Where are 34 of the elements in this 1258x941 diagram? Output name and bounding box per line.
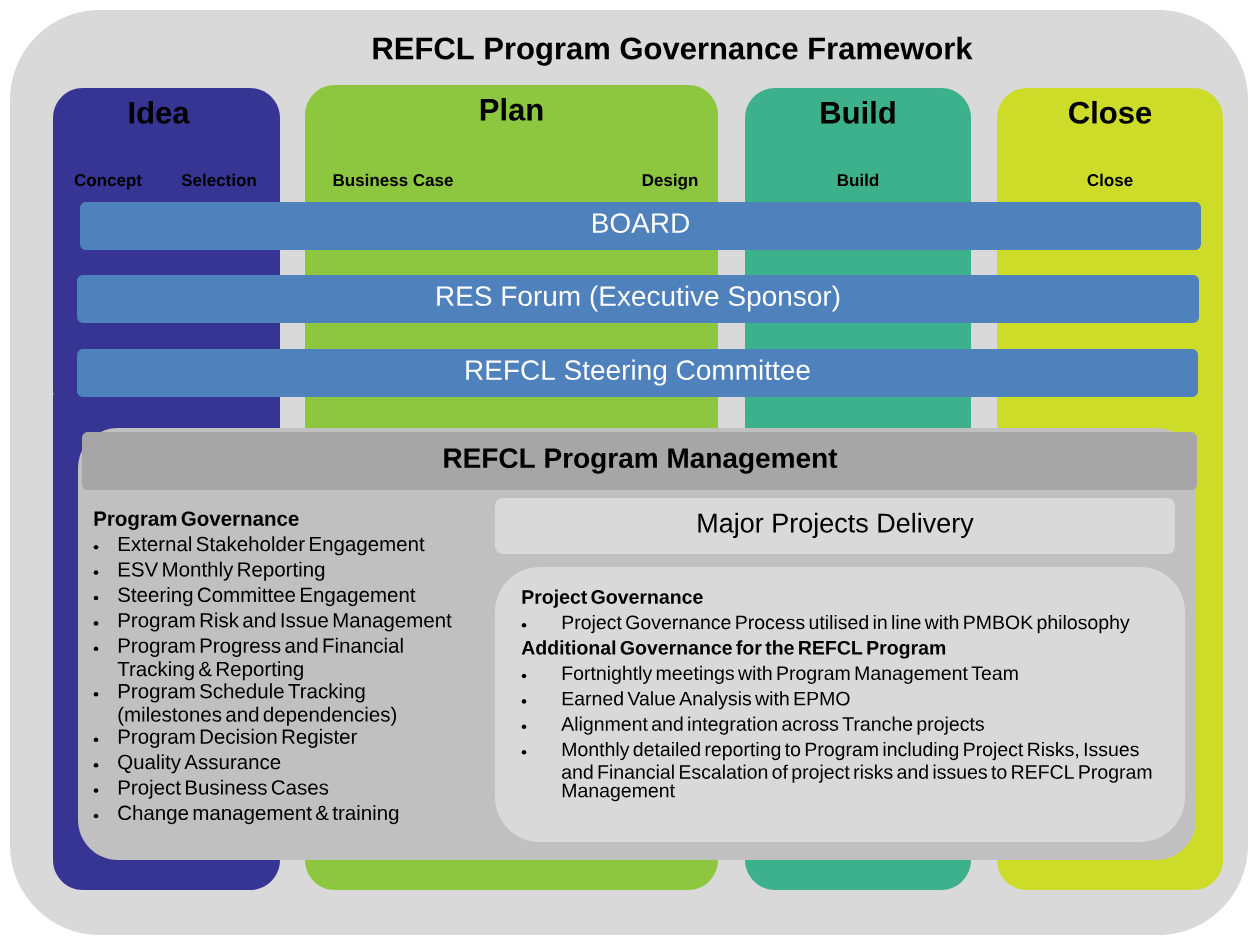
bar-label: RES Forum (Executive Sponsor) xyxy=(437,285,840,312)
bullet-item: Program Progress and Financial Tracking & Reporting xyxy=(93,637,403,681)
panel-heading: REFCL Program Management xyxy=(444,448,838,474)
bullet-item: Alignment and integration across Tranche projects xyxy=(521,716,984,735)
bullet-item: Quality Assurance xyxy=(93,754,281,774)
stage-label: Concept xyxy=(74,174,142,190)
phase-heading: Idea xyxy=(129,100,190,124)
stage-label: Design xyxy=(642,173,698,190)
stage-label: Business Case xyxy=(333,173,453,187)
phase-heading: Plan xyxy=(480,97,543,121)
bullet-item: Monthly detailed reporting to Program including Project Risks, Issues and Financial Escalation of project risks and issues to REFCL Program Management xyxy=(521,741,1152,802)
bullet-item: Earned Value Analysis with EPMO xyxy=(521,691,850,710)
bullet-item: Program Risk and Issue Management xyxy=(93,612,452,632)
bullet-item: Fortnightly meetings with Program Management Team xyxy=(521,665,1018,684)
stage-label: Selection xyxy=(181,173,256,187)
title: REFCL Program Governance Framework xyxy=(373,36,973,66)
stage-label: Close xyxy=(1087,173,1133,187)
bullet-item: Steering Committee Engagement xyxy=(93,587,416,607)
bar-label: REFCL Steering Committee xyxy=(466,359,810,386)
bullet-item: Program Decision Register xyxy=(93,728,358,748)
bullet-item: External Stakeholder Engagement xyxy=(93,536,425,556)
phase-heading: Build xyxy=(821,100,895,124)
bar-label: BOARD xyxy=(593,213,689,234)
bullet-item: ESV Monthly Reporting xyxy=(93,561,325,581)
list-heading: Project Governance xyxy=(522,589,703,608)
bullet-item: Project Governance Process utilised in line with PMBOK philosophy xyxy=(521,614,1130,634)
bullet-item: Program Schedule Tracking (milestones and dependencies) xyxy=(93,683,397,726)
stage-label: Build xyxy=(837,173,879,187)
phase-heading: Close xyxy=(1069,100,1152,124)
bullet-item: Change management & training xyxy=(93,805,399,825)
list-heading: Additional Governance for the REFCL Program xyxy=(521,640,946,659)
list-heading: Program Governance xyxy=(94,511,299,531)
box-label: Major Projects Delivery xyxy=(698,512,974,538)
bullet-item: Project Business Cases xyxy=(93,779,329,799)
